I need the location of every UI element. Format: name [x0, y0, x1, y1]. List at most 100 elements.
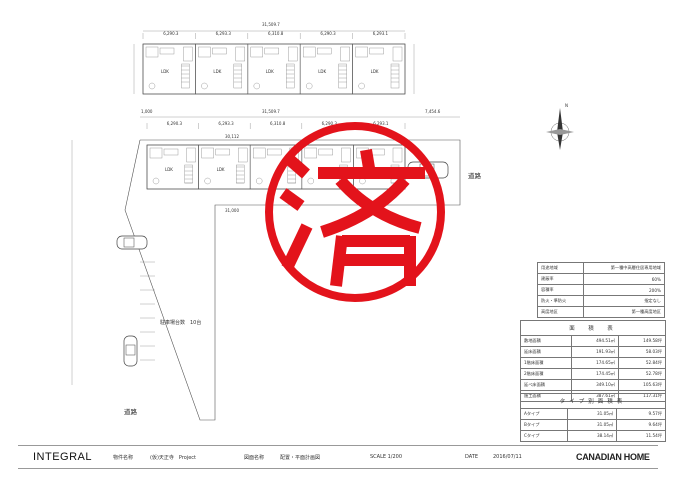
date-label: DATE [465, 454, 479, 460]
cell-tsubo: 52.78坪 [617, 368, 667, 380]
area-table-title: 面 積 表 [520, 320, 666, 336]
room-label: LDK [165, 167, 173, 172]
table-row: 用途地域第一種中高層住居専用地域 [537, 262, 666, 274]
cell-label: 延べ床面積 [520, 379, 572, 391]
room-label: LDK [318, 69, 326, 74]
cell-label: Bタイプ [519, 419, 569, 431]
cell-value: 第一種高度地区 [582, 306, 666, 318]
dimension-label: 30,112 [225, 134, 239, 139]
apartment-unit: LDK [142, 43, 196, 95]
date: 2016/07/11 [493, 454, 522, 460]
property-name: (仮)天正寺 Project [150, 454, 197, 461]
apartment-unit: LDK [299, 43, 353, 95]
cell-value: 200% [582, 284, 666, 296]
apartment-unit: LDK [352, 43, 406, 95]
dimension-label: 7,454.6 [425, 109, 441, 114]
dimension-label: 31,509.7 [262, 109, 280, 114]
room-label: LDK [217, 167, 225, 172]
dimension-label: 1,000 [141, 109, 153, 114]
drawing-label: 図面名称 [244, 454, 265, 461]
room-label: LDK [161, 69, 169, 74]
cell-tsubo: 9.64坪 [616, 419, 666, 431]
cell-tsubo: 105.63坪 [617, 379, 667, 391]
parking-count-label: 駐車場台数 10台 [160, 319, 201, 326]
dimension-label: 6,290.3 [320, 31, 336, 36]
cell-sqm: 31.05㎡ [567, 419, 618, 431]
dimension-label: 6,290.3 [322, 121, 338, 126]
road-label: 道路 [124, 407, 138, 416]
type-table-title: タイプ別面積表 [520, 393, 666, 409]
cell-tsubo: 149.58坪 [617, 335, 667, 347]
apartment-unit: LDK [198, 144, 251, 190]
svg-text:N: N [565, 103, 568, 108]
cell-label: 2階床面積 [520, 368, 572, 380]
cell-sqm: 494.51㎡ [570, 335, 619, 347]
cell-label: 防火・準防火 [537, 295, 584, 307]
dimension-label: 31,000 [225, 208, 239, 213]
room-label: LDK [266, 69, 274, 74]
dimension-label: 6,290.3 [163, 31, 179, 36]
cell-value: 60% [582, 273, 666, 285]
apartment-unit: LDK [247, 43, 301, 95]
cell-label: 1階床面積 [520, 357, 572, 369]
property-label: 物件名称 [113, 454, 134, 461]
dimension-label: 6,310.8 [268, 31, 284, 36]
dimension-label: 6,293.3 [216, 31, 232, 36]
car-icon [123, 335, 138, 367]
table-row: 防火・準防火指定なし [537, 295, 666, 307]
cell-label: 敷地面積 [520, 335, 572, 347]
client-logo: CANADIAN HOME [576, 452, 650, 462]
cell-label: 容積率 [537, 284, 584, 296]
cell-sqm: 38.14㎡ [567, 430, 618, 442]
cell-tsubo: 9.57坪 [616, 408, 666, 420]
cell-sqm: 31.05㎡ [567, 408, 618, 420]
floor-plan-upper: 31,509.7 6,290.3 6,293.3 6,310.8 6,290.3 6,2… [133, 22, 415, 95]
company-logo: INTEGRAL [33, 451, 93, 463]
scale: SCALE 1/200 [370, 454, 403, 460]
north-arrow-icon: N [546, 103, 574, 150]
cell-label: 建蔽率 [537, 273, 584, 285]
cell-tsubo: 52.84坪 [617, 357, 667, 369]
room-label: LDK [371, 69, 379, 74]
cell-label: 用途地域 [537, 262, 584, 274]
room-label: LDK [213, 69, 221, 74]
cell-label: 延床面積 [520, 346, 572, 358]
cell-label: Aタイプ [519, 408, 569, 420]
dimension-label: 6,293.1 [373, 31, 389, 36]
dimension-label: 6,290.3 [167, 121, 183, 126]
dimension-label: 6,310.8 [270, 121, 286, 126]
dimension-label: 6,293.3 [218, 121, 234, 126]
cell-tsubo: 58.03坪 [617, 346, 667, 358]
dimension-label: 6,293.1 [373, 121, 389, 126]
cell-tsubo: 11.54坪 [616, 430, 666, 442]
cell-value: 第一種中高層住居専用地域 [582, 262, 666, 274]
cell-sqm: 349.10㎡ [570, 379, 619, 391]
drawing-name: 配置・平面計画図 [280, 454, 321, 461]
apartment-unit: LDK [195, 43, 249, 95]
cell-sqm: 174.45㎡ [570, 368, 619, 380]
total-dimension: 31,509.7 [262, 22, 280, 27]
completed-stamp [265, 122, 445, 302]
cell-value: 指定なし [582, 295, 666, 307]
cell-sqm: 174.65㎡ [570, 357, 619, 369]
cell-label: 高度地区 [537, 306, 584, 318]
car-icon [116, 235, 148, 250]
table-row: 高度地区第一種高度地区 [537, 306, 666, 318]
road-label: 道路 [468, 171, 482, 180]
apartment-unit: LDK [146, 144, 199, 190]
title-block: INTEGRAL 物件名称 (仮)天正寺 Project 図面名称 配置・平面計… [18, 445, 658, 469]
